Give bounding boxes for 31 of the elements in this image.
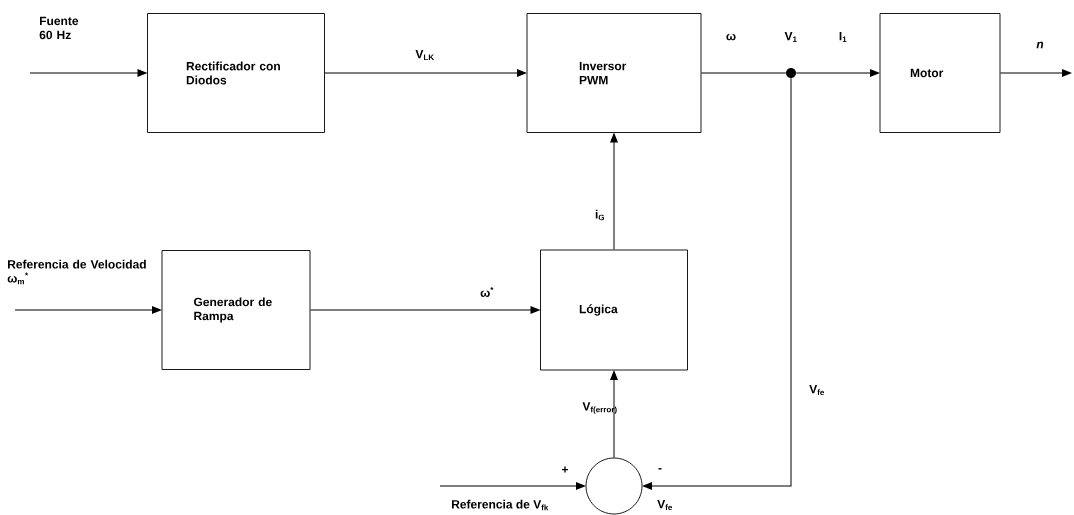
- arrow: [14, 306, 162, 314]
- edge-label: ω$^{*}$: [480, 287, 494, 297]
- signal-label: -: [658, 468, 662, 470]
- edge-label: Referencia de Velocidad ω$_{m}$*: [7, 259, 146, 285]
- signal-label: V$_{fe}$: [657, 499, 673, 511]
- block-box: Rectificador con Diodos: [147, 13, 325, 133]
- block-box: Lógica: [540, 249, 688, 371]
- arrow: [610, 370, 618, 459]
- edge-label: V$_{LK}$: [415, 50, 434, 61]
- edge-label: i$_{G}$: [595, 209, 605, 221]
- edge-label: V$_{fe}$: [809, 384, 825, 396]
- signal-label: V$_{1}$: [784, 32, 797, 43]
- arrow: [610, 132, 618, 251]
- arrow: [324, 69, 527, 77]
- arrow: [439, 482, 586, 490]
- summing-junction: [585, 457, 643, 515]
- arrow: [999, 69, 1072, 77]
- edge-label: V$_{f(error)}$: [582, 402, 617, 414]
- edge-label: I$_{1}$: [839, 32, 847, 43]
- arrow: [29, 69, 148, 77]
- arrow: [795, 69, 880, 77]
- edge-label: Referencia de V$_{fk}$: [452, 499, 549, 511]
- block-box: Inversor PWM: [526, 13, 702, 133]
- edge-label: n: [1036, 41, 1044, 49]
- signal-label: +: [562, 466, 569, 473]
- arrow: [309, 306, 541, 314]
- edge-label: ω: [726, 33, 736, 41]
- block-box: Motor: [879, 13, 1001, 133]
- block-box: Generador de Rampa: [161, 250, 311, 370]
- edge-label: Fuente 60 Hz: [39, 16, 79, 40]
- arrow: [642, 77, 792, 490]
